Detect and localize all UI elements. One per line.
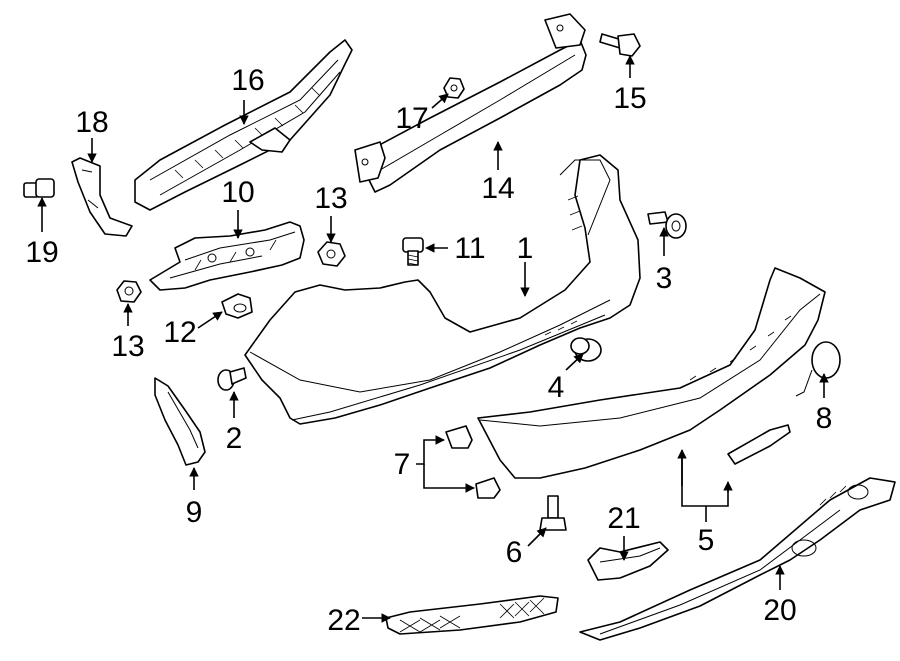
leader-4 <box>565 353 584 371</box>
part-5-lower-cover <box>477 267 826 479</box>
callout-13-lower: 13 <box>111 330 144 363</box>
callout-13-upper: 13 <box>314 182 347 215</box>
part-4-grommet <box>570 337 602 362</box>
part-12-clip <box>221 293 253 319</box>
callout-20: 20 <box>763 594 796 627</box>
part-16-absorber-strip <box>134 39 353 211</box>
callout-12: 12 <box>163 316 196 349</box>
callout-14: 14 <box>481 172 514 205</box>
callout-9: 9 <box>186 496 203 529</box>
callout-10: 10 <box>221 176 254 209</box>
part-19-bolt <box>23 178 55 198</box>
part-1-bumper-cover <box>244 154 641 425</box>
part-13-nut-lower <box>116 280 142 303</box>
callout-15: 15 <box>613 82 646 115</box>
callout-22: 22 <box>327 604 360 637</box>
part-9-side-bracket <box>154 377 206 466</box>
part-20-diffuser <box>579 477 896 641</box>
part-10-bracket-assembly <box>149 221 305 291</box>
callout-18: 18 <box>75 106 108 139</box>
leader-5 <box>681 452 729 507</box>
callout-4: 4 <box>548 371 565 404</box>
callout-6: 6 <box>506 536 523 569</box>
leader-7-b <box>423 464 475 493</box>
callout-19: 19 <box>25 236 58 269</box>
leader-7-a <box>416 435 445 465</box>
part-2-push-pin <box>217 367 247 391</box>
part-15-bolt <box>599 33 641 57</box>
callout-11: 11 <box>454 232 485 265</box>
callout-8: 8 <box>816 402 833 435</box>
leader-17 <box>431 93 449 109</box>
callout-1: 1 <box>517 232 534 265</box>
part-21-bracket <box>587 541 669 581</box>
callout-16: 16 <box>231 64 264 97</box>
leader-lines <box>37 55 829 623</box>
part-13-nut-upper <box>317 241 346 267</box>
part-3-push-clip <box>647 211 687 239</box>
callout-7: 7 <box>394 448 411 481</box>
part-22-reflector <box>385 595 559 635</box>
part-6-bolt <box>539 495 567 531</box>
callout-5: 5 <box>698 524 715 557</box>
part-7-clips <box>445 425 501 499</box>
callout-3: 3 <box>656 262 673 295</box>
leader-12 <box>197 311 223 329</box>
part-11-bolt <box>402 237 424 266</box>
callout-2: 2 <box>226 422 243 455</box>
part-14-reinforcement-beam <box>354 13 587 193</box>
callout-21: 21 <box>607 502 640 535</box>
callout-17: 17 <box>395 102 428 135</box>
callout-labels: 1 2 3 4 5 6 7 8 9 10 11 12 13 13 14 15 1… <box>25 64 832 637</box>
leader-6 <box>527 527 547 547</box>
part-18-bracket <box>71 157 133 237</box>
part-8-cap <box>795 341 841 397</box>
